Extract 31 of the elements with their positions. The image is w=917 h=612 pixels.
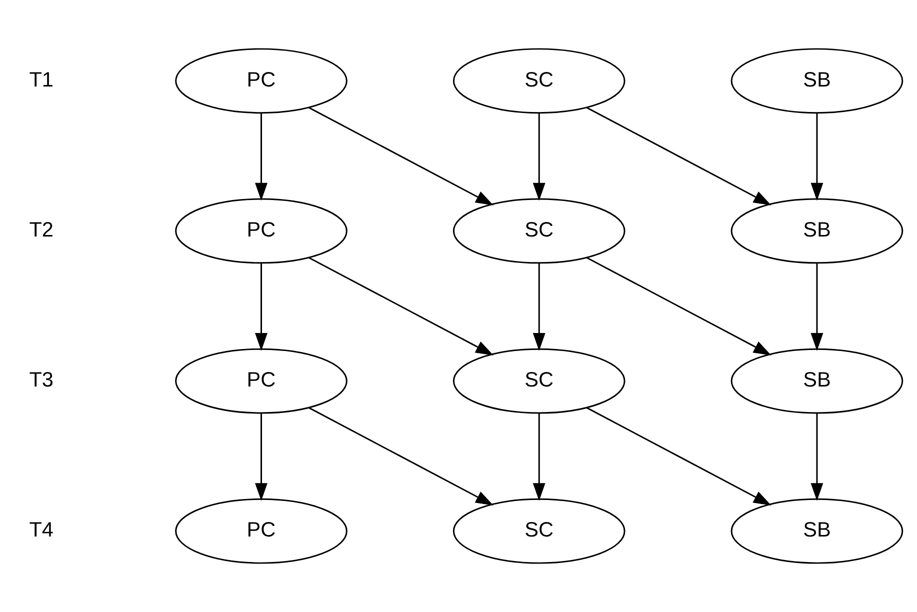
label: T1: [29, 68, 54, 92]
node-ellipse: PC: [175, 198, 348, 264]
node-ellipse: SB: [730, 348, 904, 414]
arrow: [532, 112, 546, 201]
arrow: [532, 413, 546, 501]
arrow: [810, 262, 824, 351]
arrow: [532, 262, 546, 351]
node-ellipse: SC: [452, 348, 626, 414]
node-ellipse: PC: [175, 48, 348, 114]
arrow: [255, 262, 268, 351]
arrow: [586, 107, 772, 206]
node-ellipse: SB: [730, 48, 904, 114]
node-ellipse: SB: [730, 198, 904, 264]
node-ellipse: SC: [452, 498, 626, 564]
node-ellipse: PC: [175, 348, 348, 414]
node-ellipse: SC: [452, 48, 626, 114]
arrow: [810, 413, 824, 501]
arrow: [810, 112, 824, 201]
node-ellipse: SC: [452, 198, 626, 264]
label: T3: [29, 368, 54, 392]
arrow: [255, 413, 268, 501]
label: T2: [29, 218, 54, 242]
arrow: [308, 257, 494, 356]
node-ellipse: SB: [730, 498, 904, 564]
arrow: [586, 257, 772, 356]
node-ellipse: PC: [175, 498, 348, 564]
arrow: [308, 107, 494, 206]
label: T4: [29, 518, 54, 542]
arrow: [308, 407, 494, 506]
arrow: [255, 112, 268, 201]
arrow: [586, 407, 772, 506]
